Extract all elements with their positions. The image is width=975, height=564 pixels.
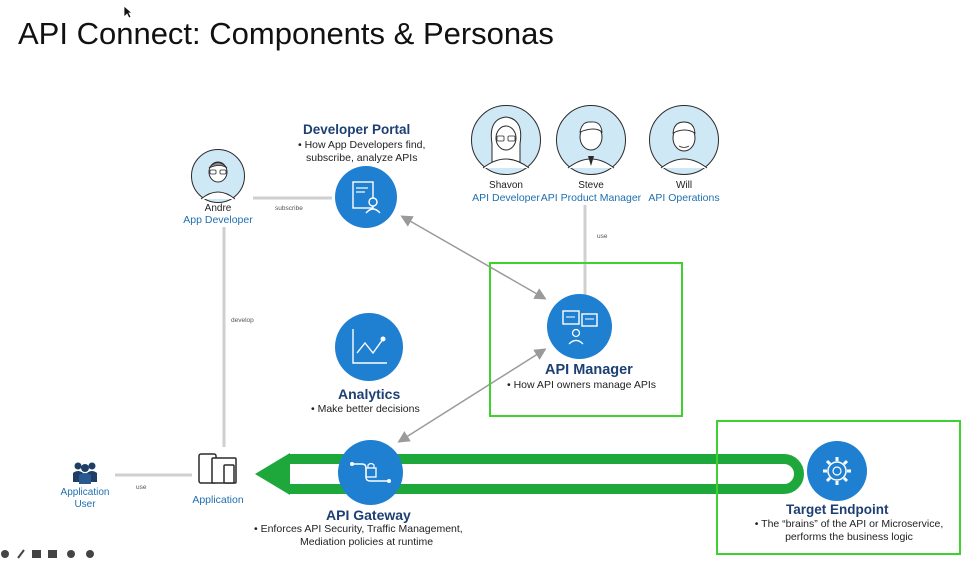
toolbar-zoom-icon bbox=[48, 550, 57, 558]
persona-name-will: Will bbox=[675, 180, 693, 191]
developer-portal-node bbox=[335, 166, 397, 228]
api-gateway-title: API Gateway bbox=[326, 507, 411, 523]
persona-name-steve: Steve bbox=[578, 180, 604, 191]
developer-portal-desc-line-1: • How App Developers find, bbox=[298, 139, 426, 151]
toolbar-subtitles-icon bbox=[67, 550, 75, 558]
andre-avatar bbox=[190, 148, 246, 204]
api-gateway-desc: • Enforces API Security, Traffic Managem… bbox=[254, 523, 494, 549]
developer-portal-desc: • How App Developers find, subscribe, an… bbox=[298, 139, 438, 165]
analytics-node bbox=[335, 313, 403, 381]
flow-loop bbox=[288, 454, 804, 494]
cursor-icon bbox=[123, 5, 133, 19]
application-user-label-line-2: User bbox=[74, 499, 96, 510]
api-gateway-node bbox=[338, 440, 403, 505]
api-manager-desc: • How API owners manage APIs bbox=[507, 379, 656, 391]
target-endpoint-desc-line-2: performs the business logic bbox=[785, 531, 913, 543]
api-manager-title: API Manager bbox=[545, 362, 633, 378]
edge-label-use-manager: use bbox=[597, 233, 608, 240]
developer-portal-desc-line-2: subscribe, analyze APIs bbox=[306, 152, 418, 164]
shavon-avatar bbox=[470, 104, 542, 176]
screens-user-icon bbox=[562, 310, 598, 345]
application-devices-icon bbox=[196, 450, 240, 490]
edge-manager-gateway bbox=[397, 348, 547, 443]
slide-toolbar bbox=[0, 546, 110, 559]
steve-avatar bbox=[555, 104, 627, 176]
will-avatar bbox=[648, 104, 720, 176]
persona-name-andre: Andre bbox=[204, 203, 232, 214]
api-gateway-desc-line-1: • Enforces API Security, Traffic Managem… bbox=[254, 523, 463, 535]
highlight-box-api-manager bbox=[489, 262, 683, 417]
portal-page-user-icon bbox=[352, 181, 381, 214]
persona-role-andre: App Developer bbox=[183, 214, 253, 226]
line-chart-icon bbox=[352, 329, 387, 364]
persona-name-shavon: Shavon bbox=[489, 180, 523, 191]
edge-label-use-application: use bbox=[136, 484, 147, 491]
flow-arrowhead bbox=[255, 453, 290, 495]
gear-icon bbox=[823, 457, 851, 485]
gateway-lock-icon bbox=[350, 462, 391, 483]
target-endpoint-desc-line-1: • The “brains” of the API or Microservic… bbox=[754, 518, 944, 530]
edge-label-develop: develop bbox=[231, 317, 254, 324]
users-group-icon bbox=[70, 460, 100, 484]
application-user-label: Application User bbox=[52, 487, 118, 511]
target-endpoint-desc: • The “brains” of the API or Microservic… bbox=[739, 518, 959, 544]
highlight-box-target-endpoint bbox=[716, 420, 961, 555]
persona-role-shavon: API Developer bbox=[472, 192, 540, 204]
analytics-title: Analytics bbox=[338, 386, 401, 402]
toolbar-pen-icon bbox=[17, 549, 25, 559]
application-user-label-line-1: Application bbox=[60, 487, 110, 498]
analytics-desc: • Make better decisions bbox=[311, 403, 420, 415]
toolbar-more-icon bbox=[86, 550, 94, 558]
persona-role-steve: API Product Manager bbox=[540, 192, 642, 204]
target-endpoint-node bbox=[807, 441, 867, 501]
target-endpoint-title: Target Endpoint bbox=[786, 502, 889, 517]
api-gateway-desc-line-2: Mediation policies at runtime bbox=[300, 536, 434, 548]
page-title: API Connect: Components & Personas bbox=[18, 16, 554, 51]
persona-role-will: API Operations bbox=[648, 192, 720, 204]
toolbar-slides-icon bbox=[32, 550, 41, 558]
developer-portal-title: Developer Portal bbox=[303, 122, 411, 137]
toolbar-back-icon bbox=[1, 550, 9, 558]
edge-label-subscribe: subscribe bbox=[275, 205, 303, 212]
application-label: Application bbox=[192, 494, 244, 506]
api-manager-node bbox=[547, 294, 612, 359]
edge-portal-manager bbox=[400, 215, 547, 300]
